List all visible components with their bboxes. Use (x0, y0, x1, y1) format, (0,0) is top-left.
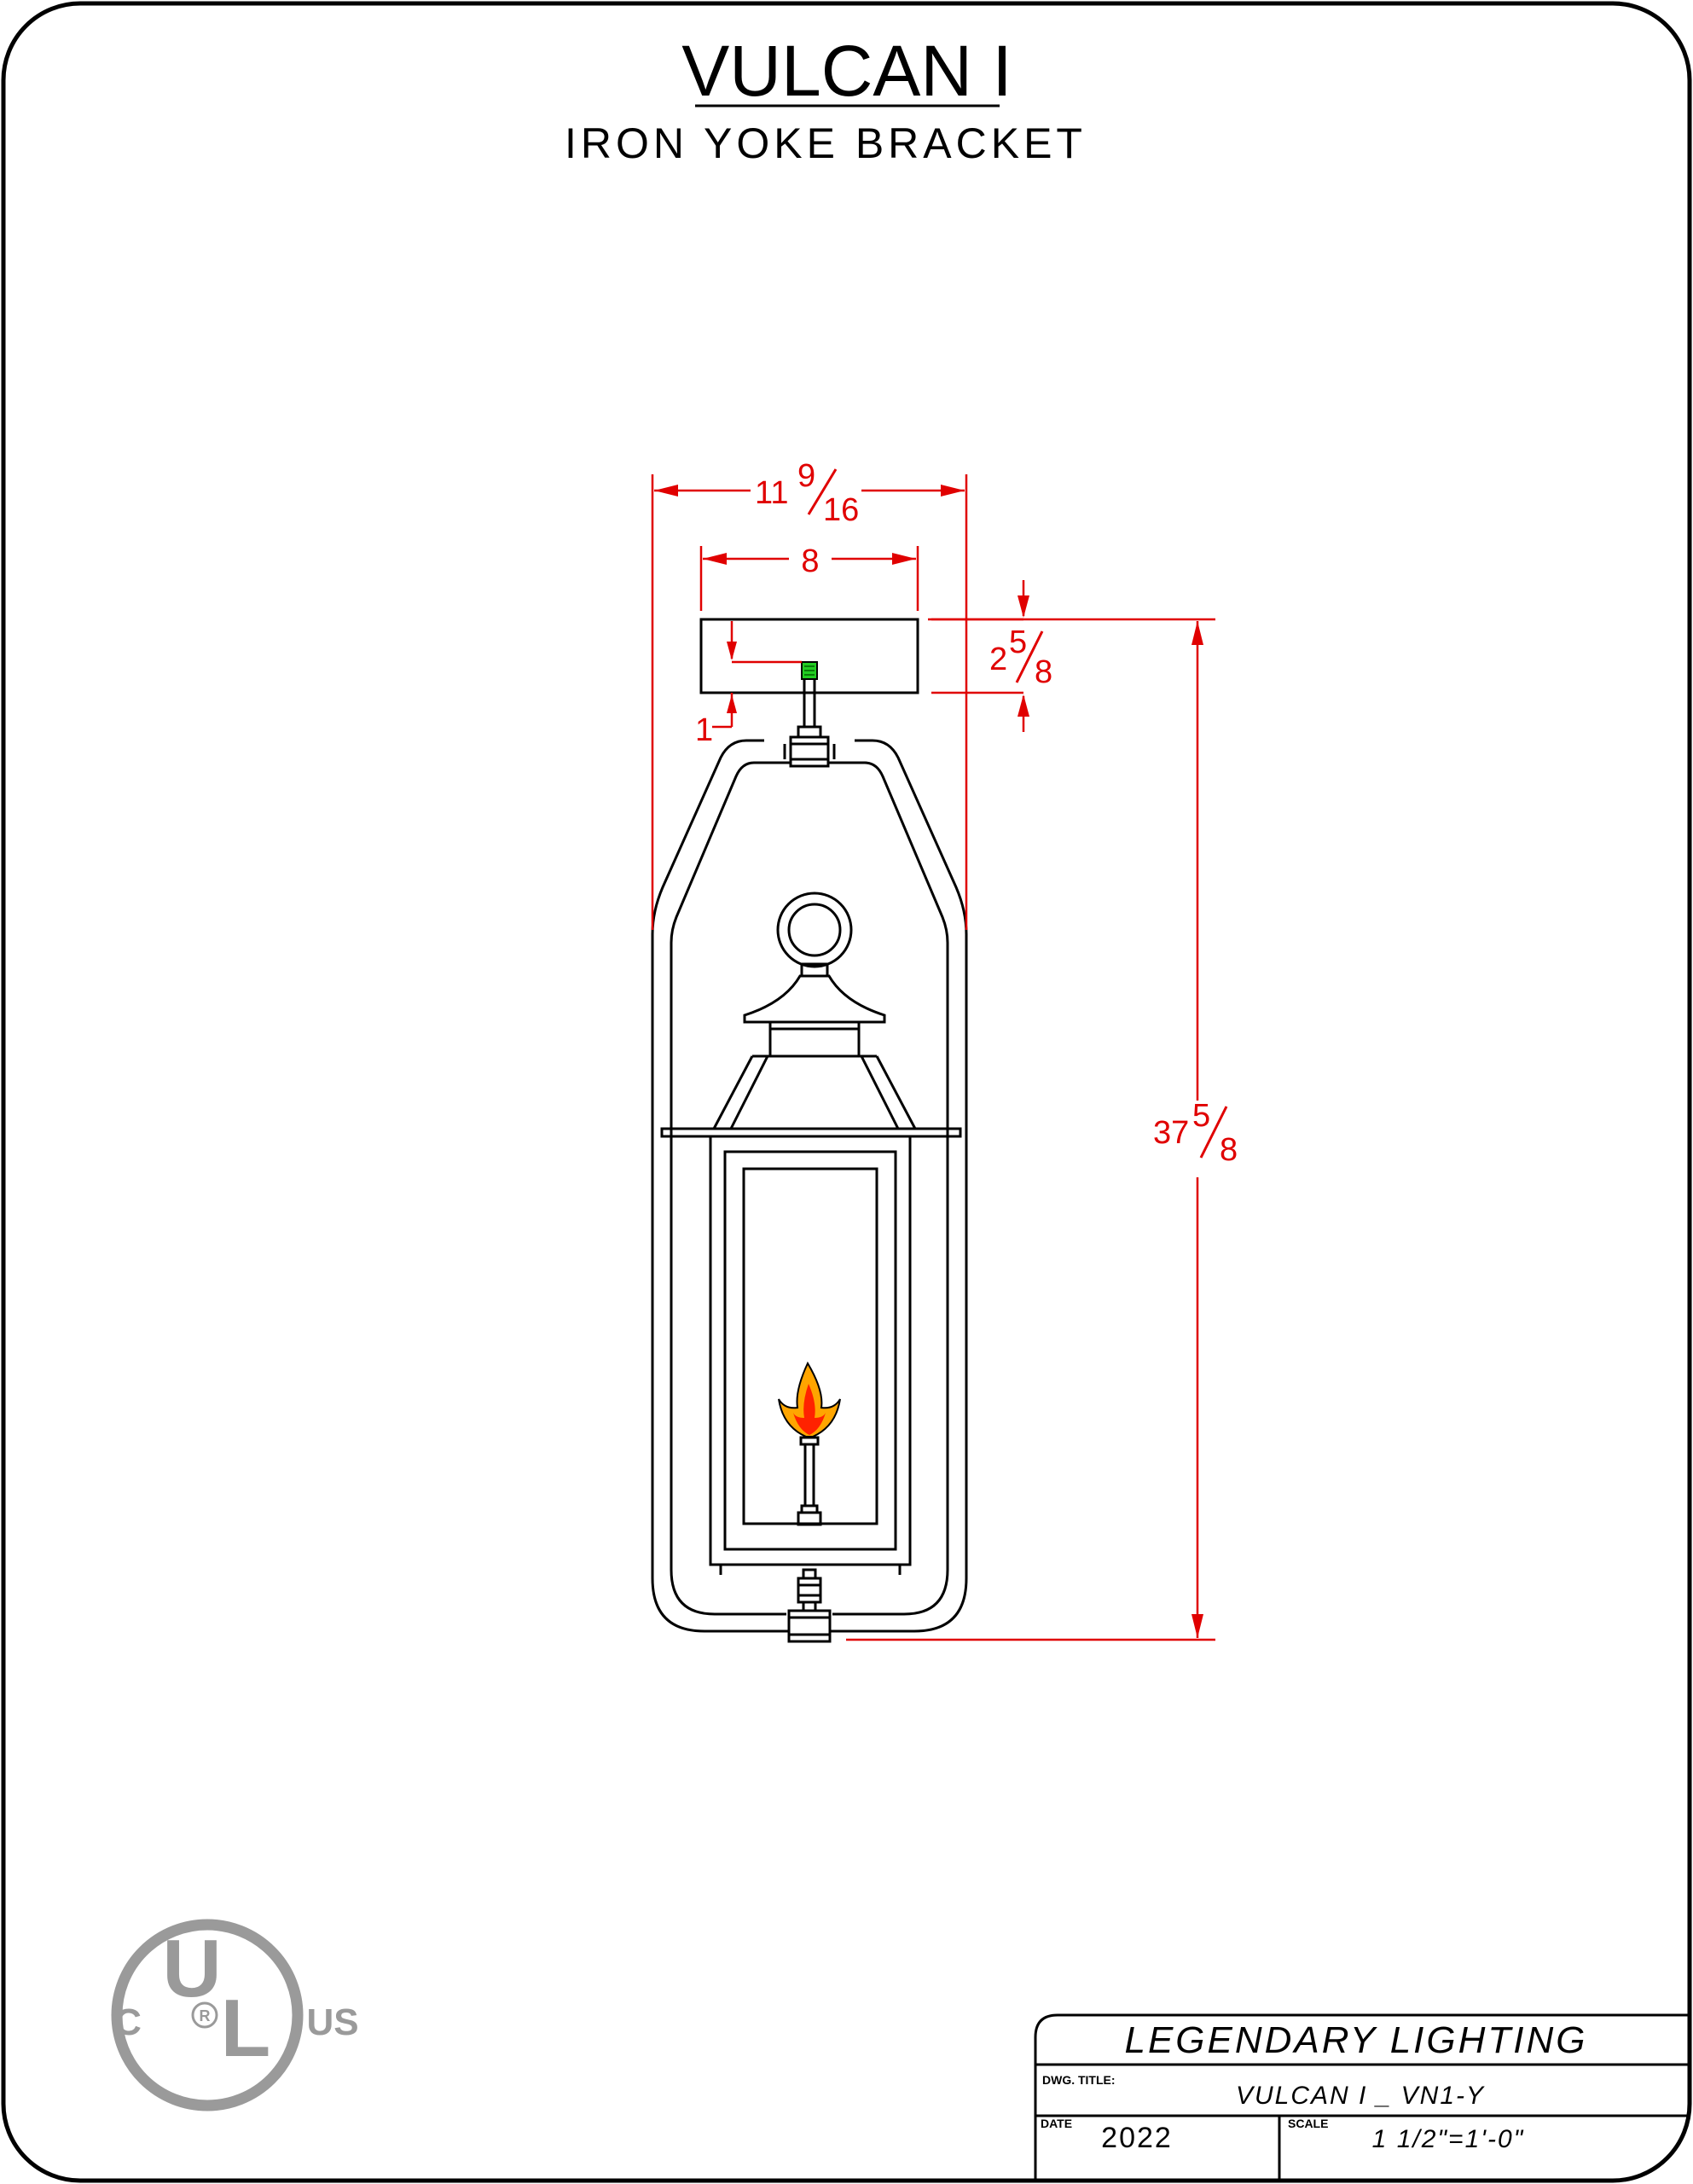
date-label: DATE (1041, 2117, 1072, 2130)
lantern-drawing (651, 618, 968, 1643)
svg-text:L: L (221, 1983, 271, 2074)
svg-text:5: 5 (1009, 624, 1027, 660)
burner (797, 1436, 822, 1526)
bottom-valve (787, 1568, 832, 1643)
yoke-top-fitting (783, 735, 836, 768)
svg-text:R: R (200, 2007, 211, 2024)
flame-icon (778, 1361, 841, 1438)
svg-text:8: 8 (1035, 654, 1052, 690)
svg-text:5: 5 (1192, 1098, 1210, 1134)
svg-text:8: 8 (1220, 1132, 1238, 1168)
company-name: LEGENDARY LIGHTING (1124, 2019, 1587, 2061)
hanging-ring (776, 892, 853, 968)
dwg-title-value: VULCAN I _ VN1-Y (1236, 2082, 1485, 2110)
yoke-inner (670, 761, 791, 1616)
ul-certification-logo: C U L R US (111, 1919, 359, 2111)
canopy-width-label: 8 (801, 543, 819, 579)
svg-text:2: 2 (989, 642, 1007, 677)
svg-text:U: U (162, 1923, 221, 2014)
svg-text:US: US (306, 2001, 358, 2043)
svg-text:37: 37 (1153, 1115, 1189, 1151)
drawing-title: VULCAN I (681, 31, 1012, 111)
date-value: 2022 (1101, 2122, 1173, 2154)
lantern-cap (660, 974, 962, 1138)
dwg-title-label: DWG. TITLE: (1042, 2073, 1116, 2087)
canopy (699, 618, 919, 694)
overall-width-label: 11 9 16 (755, 458, 859, 528)
scale-value: 1 1/2"=1'-0" (1372, 2125, 1525, 2153)
dimension-lines (651, 474, 1215, 1641)
stem (797, 661, 822, 739)
svg-text:16: 16 (823, 492, 859, 528)
yoke-outer (651, 739, 789, 1633)
drawing-subtitle: IRON YOKE BRACKET (565, 119, 1087, 167)
lantern-body (709, 1135, 912, 1575)
stem-inset-label: 1 (695, 712, 713, 748)
svg-text:C: C (114, 2001, 142, 2043)
scale-label: SCALE (1288, 2117, 1328, 2130)
canopy-height-label: 2 5 8 (989, 624, 1052, 690)
overall-height-label: 37 5 8 (1153, 1098, 1238, 1168)
svg-text:9: 9 (797, 458, 815, 494)
svg-text:11: 11 (755, 475, 788, 511)
title-block (1034, 2013, 1690, 2181)
